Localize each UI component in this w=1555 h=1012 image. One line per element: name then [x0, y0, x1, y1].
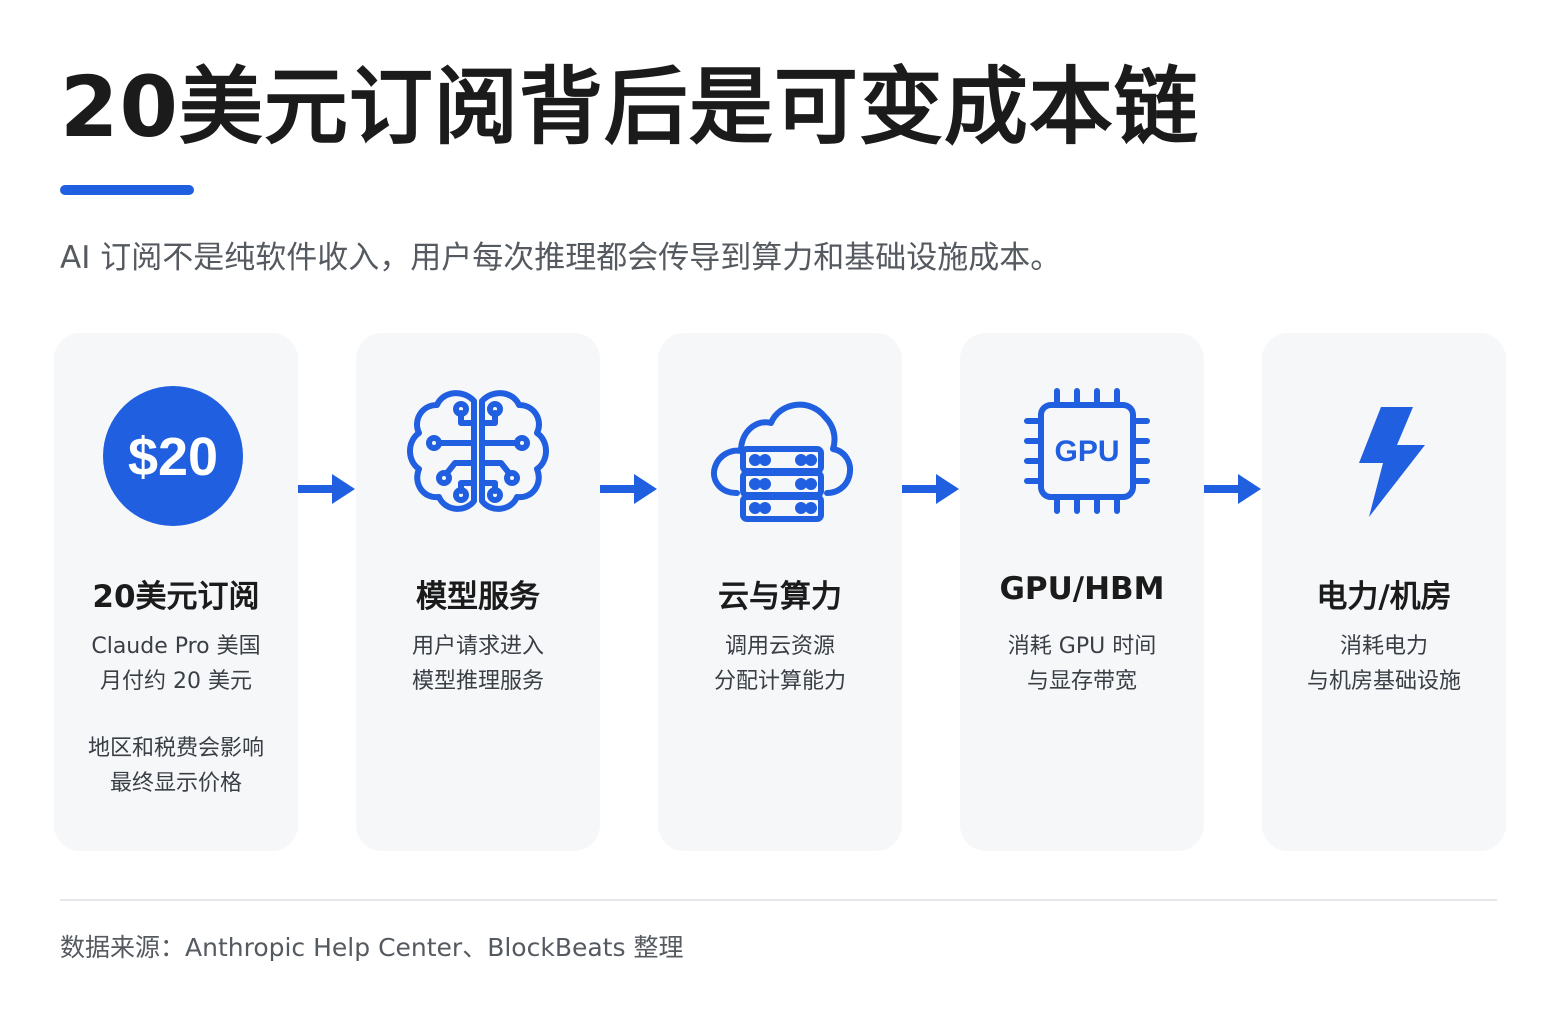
step-title: 电力/机房: [1316, 579, 1452, 615]
step-card-subscription: $20 20美元订阅 Claude Pro 美国 月付约 20 美元 地区和税费…: [54, 333, 298, 851]
gpu-chip-icon: GPU: [1024, 388, 1150, 514]
step-description-line: 月付约 20 美元: [100, 669, 252, 694]
arrow-right-icon: [902, 474, 959, 504]
step-description: 消耗 GPU 时间 与显存带宽: [960, 629, 1204, 699]
step-title: 模型服务: [416, 579, 540, 615]
step-description-line: 调用云资源: [724, 634, 835, 659]
arrow-right-icon: [298, 474, 355, 504]
step-description-line: 模型推理服务: [411, 669, 544, 694]
step-description-line: 用户请求进入: [411, 634, 544, 659]
step-description-line: 分配计算能力: [713, 669, 846, 694]
source-note: 数据来源：Anthropic Help Center、BlockBeats 整理: [60, 933, 684, 962]
step-card-model-service: 模型服务 用户请求进入 模型推理服务: [356, 333, 600, 851]
step-description: Claude Pro 美国 月付约 20 美元: [54, 629, 298, 699]
step-card-power-datacenter: 电力/机房 消耗电力 与机房基础设施: [1262, 333, 1506, 851]
step-title: 云与算力: [718, 579, 842, 615]
step-description-line: 消耗 GPU 时间: [1007, 634, 1157, 659]
step-note-line: 最终显示价格: [109, 771, 242, 796]
step-card-gpu-hbm: GPU GPU/HBM 消耗 GPU 时间 与显存带宽: [960, 333, 1204, 851]
dollar-badge-icon: $20: [103, 386, 243, 526]
chip-text: GPU: [1054, 435, 1119, 468]
page-title: 20美元订阅背后是可变成本链: [60, 58, 1199, 156]
step-description-line: 与显存带宽: [1026, 669, 1137, 694]
brain-circuit-icon: [407, 390, 549, 512]
step-note-line: 地区和税费会影响: [87, 736, 264, 761]
lightning-bolt-icon: [1359, 407, 1425, 517]
arrow-right-icon: [1204, 474, 1261, 504]
step-description: 消耗电力 与机房基础设施: [1262, 629, 1506, 699]
step-description-line: 消耗电力: [1339, 634, 1428, 659]
step-title: GPU/HBM: [999, 571, 1165, 607]
step-description-line: Claude Pro 美国: [91, 634, 261, 659]
cloud-server-icon: [711, 401, 853, 522]
step-note: 地区和税费会影响 最终显示价格: [54, 731, 298, 801]
badge-text: $20: [128, 427, 218, 487]
footer-divider: [60, 899, 1497, 901]
step-card-cloud-compute: 云与算力 调用云资源 分配计算能力: [658, 333, 902, 851]
step-description-line: 与机房基础设施: [1306, 669, 1461, 694]
step-description: 调用云资源 分配计算能力: [658, 629, 902, 699]
step-description: 用户请求进入 模型推理服务: [356, 629, 600, 699]
step-title: 20美元订阅: [92, 579, 260, 615]
title-underline: [60, 185, 194, 195]
arrow-right-icon: [600, 474, 657, 504]
page-subtitle: AI 订阅不是纯软件收入，用户每次推理都会传导到算力和基础设施成本。: [60, 240, 1062, 276]
